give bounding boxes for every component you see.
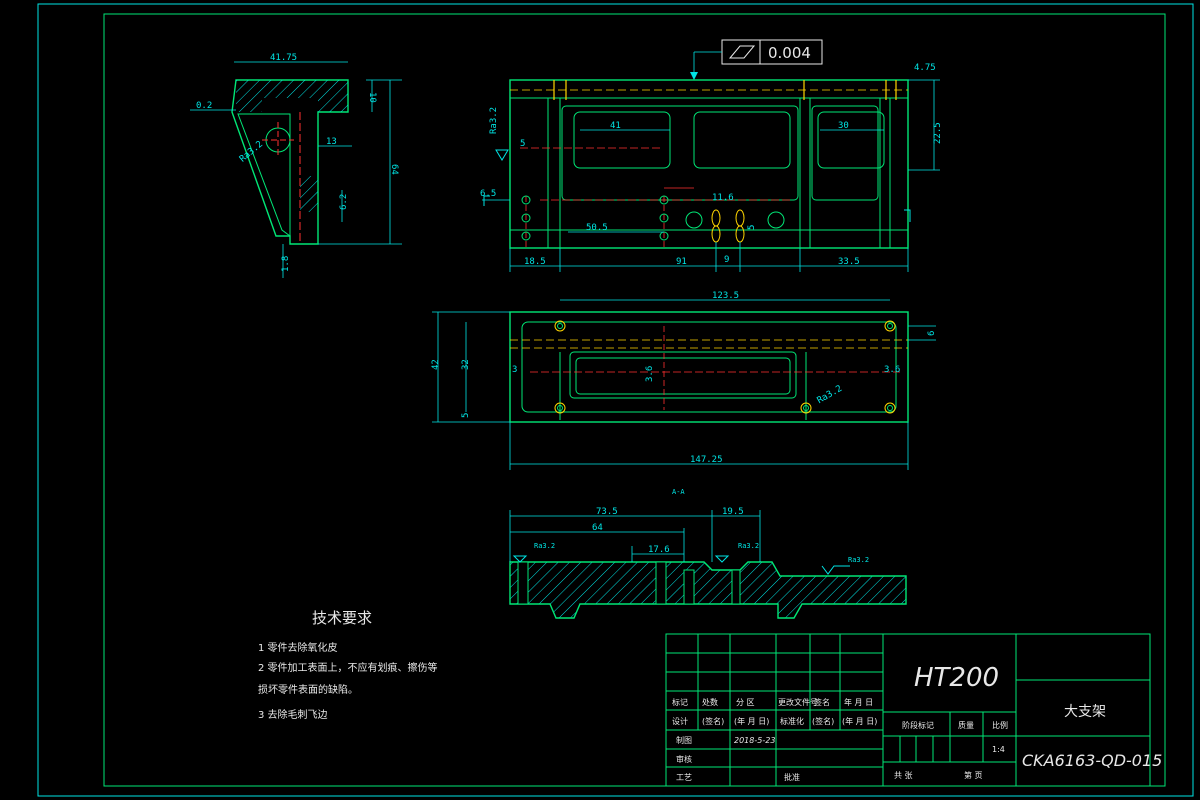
side-surface-mark: Ra3.2 — [238, 139, 265, 164]
tech-requirements: 技术要求 1 零件去除氧化皮 2 零件加工表面上，不应有划痕、擦伤等 损坏零件表… — [258, 609, 438, 721]
section-dim-64: 64 — [592, 523, 603, 533]
inner-frame — [103, 13, 1166, 787]
tb-d-design: 设计 — [672, 716, 688, 726]
title-block-text: 标记 处数 分 区 更改文件号 签名 年 月 日 设计 (签名) (年 月 日)… — [672, 663, 1162, 782]
tb-h-sign: 签名 — [814, 697, 830, 707]
side-dim-gap: 0.2 — [196, 101, 212, 111]
top-dim-42: 42 — [431, 359, 441, 370]
top-dim-32: 32 — [461, 359, 471, 370]
tb-total: 共 张 — [894, 771, 913, 780]
tb-scale-label: 比例 — [992, 720, 1008, 730]
side-dim-web: 6.2 — [339, 194, 349, 210]
front-dim-4.75: 4.75 — [914, 63, 936, 73]
side-view-hatch-top — [236, 80, 348, 112]
top-dim-147.25: 147.25 — [690, 455, 723, 465]
section-dim-17.6: 17.6 — [648, 545, 670, 555]
tb-d-sign2: (签名) — [812, 716, 834, 726]
front-dim-5b: 5 — [747, 225, 757, 230]
top-surface-mark: Ra3.2 — [816, 384, 844, 406]
section-surface-3: Ra3.2 — [848, 556, 869, 564]
top-dim-6: 6 — [927, 331, 937, 336]
front-dim-5a: 5 — [520, 139, 525, 149]
tech-item-2: 2 零件加工表面上，不应有划痕、擦伤等 — [258, 661, 438, 674]
section-surface-1: Ra3.2 — [534, 542, 555, 550]
front-dim-91: 91 — [676, 257, 687, 267]
side-view-hatch-rib — [237, 113, 291, 237]
tb-d-date: (年 月 日) — [734, 716, 769, 726]
front-dim-22.5: 22.5 — [933, 122, 943, 144]
front-dim-18.5: 18.5 — [524, 257, 546, 267]
top-view-outline — [509, 311, 909, 423]
front-dim-50.5: 50.5 — [586, 223, 608, 233]
tb-material: HT200 — [914, 663, 999, 693]
front-dim-33.5: 33.5 — [838, 257, 860, 267]
section-label: A-A — [672, 488, 685, 496]
tolerance-value: 0.004 — [768, 44, 811, 62]
section-dim-73.5: 73.5 — [596, 507, 618, 517]
section-outline — [509, 561, 907, 619]
tb-h-date: 年 月 日 — [844, 697, 873, 707]
top-dim-123.5: 123.5 — [712, 291, 739, 301]
side-dim-flange: 10 — [367, 92, 377, 103]
tb-stage-label: 阶段标记 — [902, 720, 934, 730]
tech-item-2b: 损坏零件表面的缺陷。 — [258, 683, 358, 696]
front-dim-9: 9 — [724, 255, 729, 265]
tech-item-3: 3 去除毛刺飞边 — [258, 708, 328, 721]
side-dim-height: 64 — [389, 164, 399, 175]
tb-page: 第 页 — [964, 770, 983, 780]
tb-d-sign: (签名) — [702, 716, 724, 726]
section-view: A-A 73.5 19.5 64 17.6 Ra3.2 Ra3.2 Ra3.2 — [509, 488, 907, 619]
front-surface-mark: Ra3.2 — [489, 107, 499, 134]
tech-item-1: 1 零件去除氧化皮 — [258, 641, 338, 654]
tb-draw: 制图 — [676, 735, 692, 745]
tb-part-name: 大支架 — [1064, 704, 1106, 720]
front-dim-41: 41 — [610, 121, 621, 131]
title-block — [665, 633, 1151, 787]
tb-h-docno: 更改文件号 — [778, 697, 818, 707]
top-dim-3: 3 — [512, 365, 517, 375]
tb-review: 审核 — [676, 754, 692, 764]
tb-d-std: 标准化 — [780, 716, 804, 726]
top-dim-5: 5 — [461, 413, 471, 418]
flatness-icon — [728, 45, 756, 59]
tb-h-mark: 标记 — [672, 697, 688, 707]
tb-date: 2018-5-23 — [734, 736, 775, 745]
outer-frame — [37, 3, 1194, 797]
tb-process: 工艺 — [676, 773, 692, 782]
side-view: 41.75 10 0.2 13 64 6.2 1.8 Ra3.2 — [190, 53, 402, 278]
section-surface-2: Ra3.2 — [738, 542, 759, 550]
top-view: 123.5 6 42 32 5 3 3.6 3.6 147.25 Ra3.2 — [431, 291, 937, 470]
front-view: 0.004 — [480, 39, 943, 272]
side-dim-width: 41.75 — [270, 53, 297, 63]
top-dim-3.6b: 3.6 — [884, 365, 900, 375]
front-dim-6.5: 6.5 — [480, 189, 496, 199]
front-dim-11.6: 11.6 — [712, 193, 734, 203]
tb-drawing-no: CKA6163-QD-015 — [1022, 751, 1162, 770]
side-view-hatch-web — [300, 176, 318, 212]
side-dim-offset: 13 — [326, 137, 337, 147]
side-dim-foot: 1.8 — [281, 256, 291, 272]
tb-h-count: 处数 — [702, 697, 718, 707]
section-dim-19.5: 19.5 — [722, 507, 744, 517]
tb-approve: 批准 — [784, 772, 800, 782]
tb-weight-label: 质量 — [958, 720, 974, 730]
front-dim-30: 30 — [838, 121, 849, 131]
tb-d-date2: (年 月 日) — [842, 716, 877, 726]
tech-title: 技术要求 — [312, 609, 372, 627]
top-dim-3.6a: 3.6 — [645, 366, 655, 382]
tb-scale: 1:4 — [992, 745, 1005, 754]
tb-h-zone: 分 区 — [736, 698, 755, 707]
front-view-outline — [509, 79, 909, 249]
